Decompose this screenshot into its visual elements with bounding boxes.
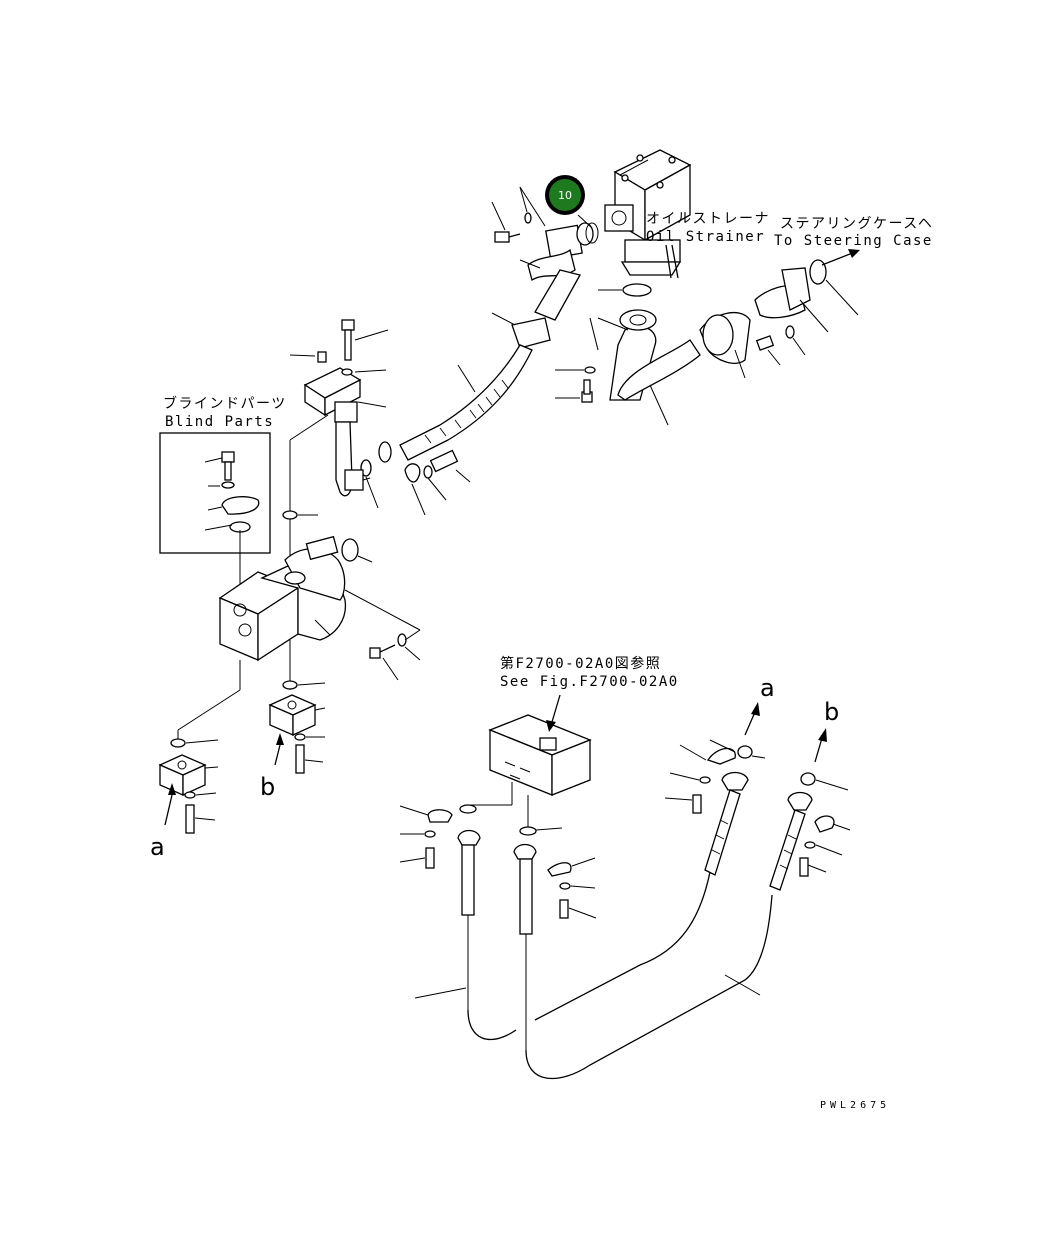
bolt-tee	[289, 319, 389, 376]
blind-parts-box	[159, 432, 271, 554]
connector-b-left: b	[260, 773, 275, 801]
hose-lower-left	[399, 782, 517, 1041]
steering-case-label-en: To Steering Case	[774, 233, 933, 249]
steering-case-label-jp: ステアリングケースヘ	[780, 216, 933, 232]
bolt-pump	[369, 629, 421, 681]
blind-parts-label-jp: ブラインドパーツ	[163, 395, 287, 412]
hose-lower-right	[513, 795, 773, 1080]
part-number-text: 10	[558, 189, 572, 202]
see-fig-label-en: See Fig.F2700-02A0	[500, 674, 679, 690]
split-flange-mid	[404, 449, 471, 516]
oil-strainer	[604, 149, 692, 279]
control-valve	[488, 714, 592, 796]
bolt-upper-1	[491, 186, 532, 243]
tee-block	[303, 367, 387, 497]
bolt-steering	[555, 317, 629, 403]
port-block-a	[158, 754, 219, 834]
connector-b-right: b	[824, 698, 839, 726]
flange-upper	[491, 312, 551, 349]
see-fig-label-jp: 第F2700-02A0図参照	[500, 655, 661, 672]
elbow-pipe-upper	[519, 186, 599, 321]
hose-right-a	[534, 739, 766, 1021]
port-block-b	[268, 694, 326, 774]
hydraulic-pump	[218, 535, 421, 662]
part-number-badge[interactable]: 10	[545, 175, 585, 215]
steering-pipe	[598, 259, 859, 426]
connector-a-left: a	[150, 833, 165, 861]
oil-strainer-label-jp: オイルストレーナ	[646, 211, 770, 227]
connector-a-right: a	[760, 674, 775, 702]
oil-strainer-label-en: Oil Strainer	[646, 229, 765, 245]
blind-parts-label-en: Blind Parts	[165, 414, 274, 430]
hose-right-b	[769, 772, 851, 891]
drawing-code: PWL2675	[820, 1100, 890, 1111]
hose-upper	[360, 344, 533, 509]
